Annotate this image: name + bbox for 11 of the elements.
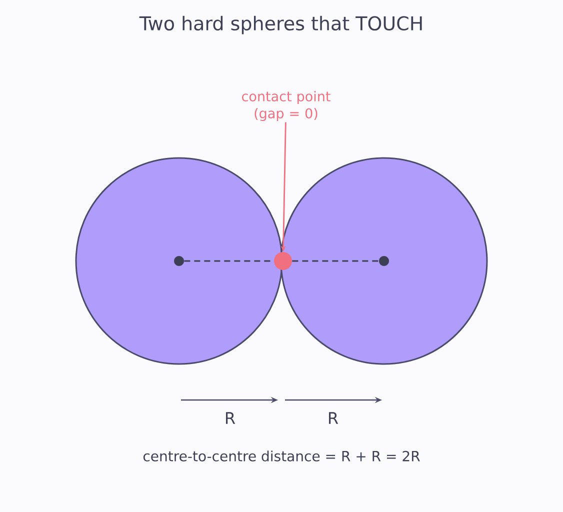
centre-dot <box>379 256 389 266</box>
sphere <box>280 157 488 365</box>
contact-dot <box>274 252 292 270</box>
title: Two hard spheres that TOUCH <box>139 16 422 34</box>
dashed-line <box>292 260 379 262</box>
caption: centre-to-centre distance = R + R = 2R <box>143 450 420 462</box>
centre-dot <box>174 256 184 266</box>
contact-label: contact point (gap = 0) <box>242 90 330 122</box>
sphere <box>75 157 283 365</box>
dimension-label: R <box>329 412 338 424</box>
dimension-label: R <box>226 412 236 424</box>
